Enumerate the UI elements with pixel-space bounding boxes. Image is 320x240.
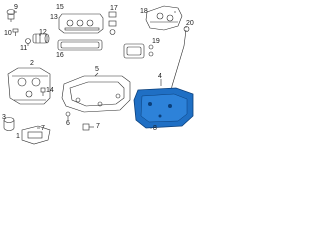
callout-1: 1 — [16, 133, 20, 140]
part-16-gasket — [57, 39, 103, 51]
part-19-seal — [123, 43, 154, 59]
callout-20: 20 — [186, 20, 194, 27]
part-4-lower-oil-pan-highlighted — [133, 87, 194, 129]
callout-2: 2 — [30, 60, 34, 67]
part-8-drain-plug — [82, 123, 94, 131]
callout-10: 10 — [4, 30, 12, 37]
callout-8: 7 — [96, 123, 100, 130]
part-12-sensor — [32, 33, 50, 44]
callout-13: 13 — [50, 14, 58, 21]
callout-12: 12 — [39, 29, 47, 36]
callout-6: 6 — [66, 120, 70, 127]
callout-7-right: 8 — [153, 125, 157, 132]
callout-14: 14 — [46, 87, 54, 94]
callout-16: 16 — [56, 52, 64, 59]
callout-4: 4 — [158, 73, 162, 80]
callout-11: 11 — [20, 45, 28, 52]
part-20-dipstick-tube — [169, 26, 190, 99]
callout-17: 17 — [110, 5, 118, 12]
part-6-fitting — [65, 111, 71, 120]
part-3-oil-filter — [3, 117, 15, 131]
part-10-fitting — [12, 28, 19, 36]
callout-3: 3 — [2, 114, 6, 121]
part-9-oil-filler-cap — [6, 9, 16, 22]
part-13-engine-block — [7, 67, 51, 105]
callout-7-left: 7 — [41, 125, 45, 132]
callout-9: 9 — [14, 4, 18, 11]
part-1-cover — [21, 125, 51, 145]
callout-5: 5 — [95, 66, 99, 73]
callout-18: 18 — [140, 8, 148, 15]
part-17-sensor-set — [108, 11, 117, 35]
part-14-bolt — [40, 87, 46, 96]
callout-15: 15 — [56, 4, 64, 11]
part-18-intake-manifold — [145, 5, 183, 31]
part-15-valve-cover — [58, 13, 104, 34]
part-5-upper-oil-pan — [61, 75, 131, 113]
parts-diagram — [3, 5, 194, 145]
callout-19: 19 — [152, 38, 160, 45]
part-11-component — [25, 38, 31, 46]
